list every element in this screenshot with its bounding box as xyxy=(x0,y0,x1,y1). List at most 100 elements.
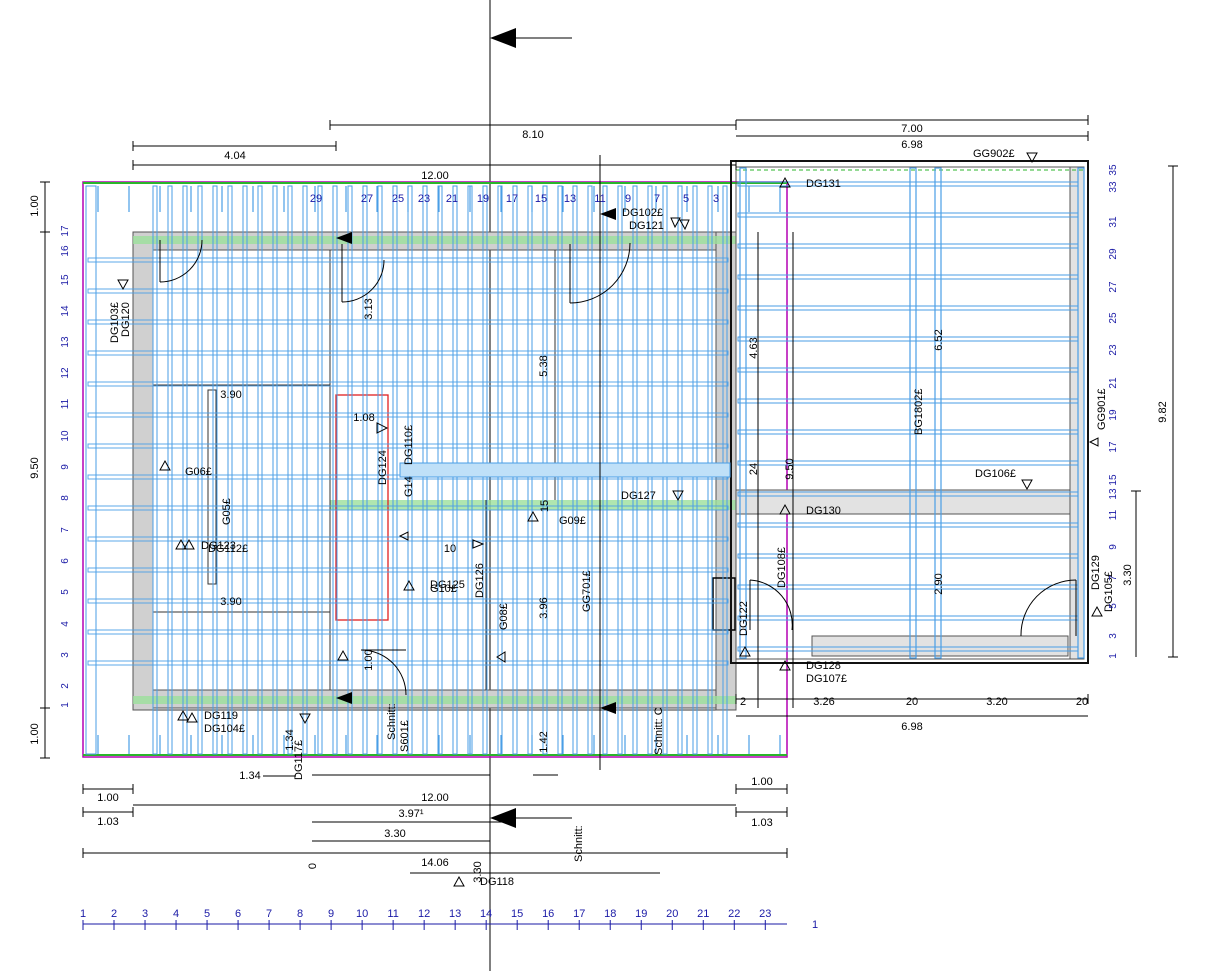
label-dg107: DG107£ xyxy=(806,673,847,685)
door-swings xyxy=(159,239,1077,696)
marker-triangle-icon xyxy=(177,709,189,721)
dim-bot-zero: 0 xyxy=(307,863,319,869)
marker-triangle-icon xyxy=(183,538,195,550)
marker-triangle-icon xyxy=(779,659,791,671)
label-dg110: DG110£ xyxy=(403,425,415,465)
batten-horizontal xyxy=(87,505,729,511)
label-dg121: DG121 xyxy=(629,220,664,232)
batten-horizontal xyxy=(87,660,729,666)
dimension-labels: 8.10 4.04 12.00 7.00 6.98 1.00 9.50 1.00… xyxy=(29,123,1169,883)
label-dg125: DG125 xyxy=(430,579,465,591)
label-schnitt-b: Schnitt: xyxy=(573,825,585,862)
dimension-lines xyxy=(40,115,1178,925)
door-swing xyxy=(159,239,203,283)
joist-number: 6 xyxy=(60,558,71,564)
batten-horizontal xyxy=(87,443,729,449)
joist-number: 17 xyxy=(573,908,585,920)
joist-vertical xyxy=(152,185,158,755)
joist-vertical xyxy=(257,185,263,755)
annex-joist xyxy=(737,615,1079,621)
label-g10: G10£ xyxy=(430,583,457,595)
batten-horizontal xyxy=(87,412,729,418)
joist-number: 7 xyxy=(60,527,71,533)
joist-vertical xyxy=(182,185,188,755)
label-gg901: GG901£ xyxy=(1096,388,1108,430)
label-dg130: DG130 xyxy=(806,505,841,517)
marker-triangle-icon xyxy=(159,459,171,471)
dim-in-290: 2.90 xyxy=(933,573,945,594)
joist-number: 7 xyxy=(266,908,272,920)
beam-band xyxy=(399,462,731,478)
dim-r-20a: 20 xyxy=(906,696,918,708)
joist-vertical xyxy=(347,185,353,755)
joist-number: 20 xyxy=(666,908,678,920)
dim-bot-134: 1.34 xyxy=(239,770,260,782)
joist-number: 5 xyxy=(60,589,71,595)
label-g08: G08£ xyxy=(498,603,510,630)
annex-joist xyxy=(737,212,1079,218)
annex-joist xyxy=(737,274,1079,280)
joist-number: 15 xyxy=(1108,474,1119,486)
joist-vertical xyxy=(242,185,248,755)
label-gg701: GG701£ xyxy=(581,570,593,612)
joist-number: 7 xyxy=(1108,575,1119,581)
marker-triangle-icon xyxy=(1091,605,1103,617)
dim-in-463: 4.63 xyxy=(748,337,760,358)
dim-bot-100a: 1.00 xyxy=(97,792,118,804)
dim-top-700: 7.00 xyxy=(901,123,922,135)
joist-vertical xyxy=(302,185,308,755)
joist-vertical xyxy=(362,185,368,755)
label-dg127: DG127 xyxy=(621,490,656,502)
batten-horizontal xyxy=(87,598,729,604)
joist-vertical xyxy=(272,185,278,755)
section-arrow-bottom-icon xyxy=(490,808,516,828)
arrow-left-icon xyxy=(336,692,352,704)
joist-number: 1 xyxy=(1108,653,1119,659)
label-g09: G09£ xyxy=(559,515,586,527)
marker-triangle-icon xyxy=(779,503,791,515)
joist-number: 11 xyxy=(387,908,398,920)
dim-in-313: 3.13 xyxy=(363,298,375,319)
dim-bot-330: 3.30 xyxy=(384,828,405,840)
dim-bot-330v: 3.30 xyxy=(472,861,484,882)
door-swing xyxy=(749,579,793,631)
joist-vertical xyxy=(392,185,398,755)
joist-number: 27 xyxy=(1108,281,1119,293)
label-dg103: DG103£ xyxy=(109,302,121,343)
marker-triangle-icon xyxy=(679,219,690,231)
dim-r-698: 6.98 xyxy=(901,721,922,733)
label-g06: G06£ xyxy=(185,466,212,478)
joist-number: 3 xyxy=(713,193,719,205)
dim-left-950: 9.50 xyxy=(29,457,41,478)
marker-symbols xyxy=(117,152,1103,887)
label-dg131: DG131 xyxy=(806,178,841,190)
dim-in-108: 1.08 xyxy=(353,412,374,424)
joist-number: 27 xyxy=(361,193,373,205)
label-dg122: DG122 xyxy=(738,601,750,636)
joist-number: 19 xyxy=(1108,409,1119,421)
marker-triangle-icon xyxy=(299,713,311,725)
joist-number: 19 xyxy=(635,908,647,920)
joist-vertical xyxy=(332,185,338,755)
joist-vertical xyxy=(287,185,293,755)
joist-number: 16 xyxy=(542,908,554,920)
label-dg124: DG124 xyxy=(377,450,389,485)
joist-number: 13 xyxy=(1108,488,1119,500)
joist-vertical xyxy=(377,185,383,755)
dim-in-390a: 3.90 xyxy=(220,389,241,401)
label-dg120: DG120 xyxy=(120,302,132,337)
joist-number: 21 xyxy=(446,193,458,205)
label-one: 1 xyxy=(812,919,818,931)
marker-triangle-icon xyxy=(453,875,465,887)
joist-number: 11 xyxy=(60,398,71,409)
marker-triangle-icon xyxy=(1026,152,1038,164)
annex-beam xyxy=(934,167,942,659)
joist-number: 1 xyxy=(80,908,86,920)
label-dg126: DG126 xyxy=(474,563,486,598)
marker-triangle-icon xyxy=(779,176,791,188)
joist-number: 33 xyxy=(1108,181,1119,193)
joist-number: 13 xyxy=(449,908,461,920)
